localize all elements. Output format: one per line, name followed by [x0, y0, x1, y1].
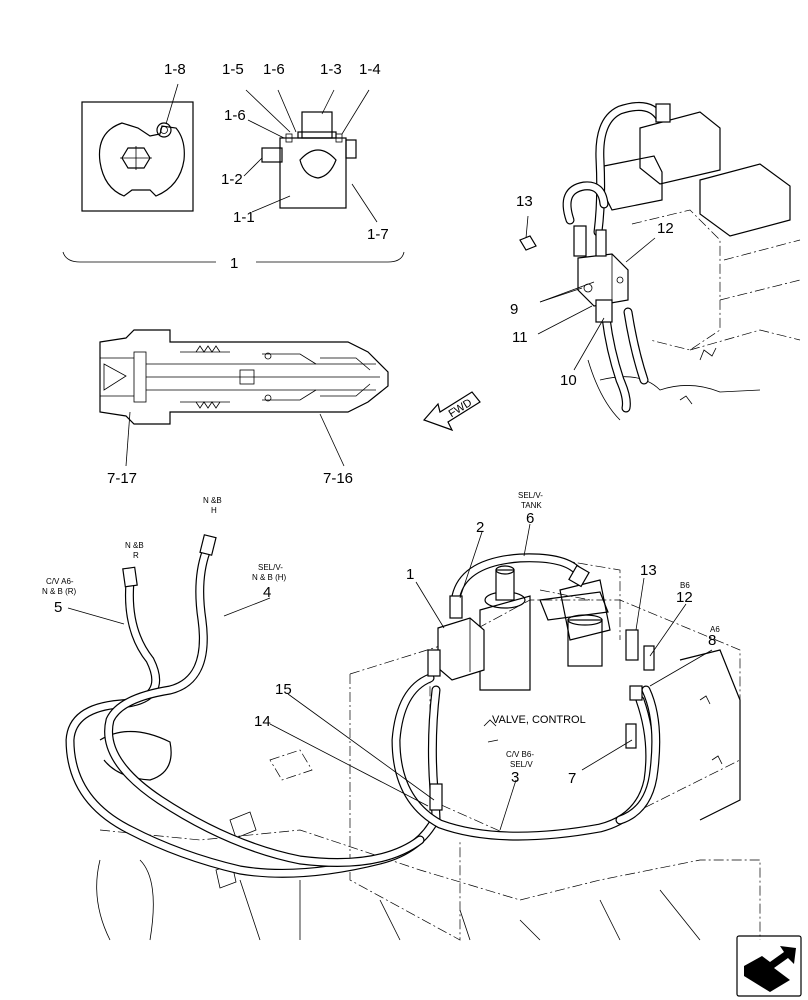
note-valve-control: VALVE, CONTROL	[492, 714, 586, 726]
valve-front-view	[81, 83, 194, 212]
catalog-icon	[736, 935, 802, 997]
callout-1-1: 1-1	[233, 209, 255, 226]
callout-1-5: 1-5	[222, 61, 244, 78]
callout-1-4: 1-4	[359, 61, 381, 78]
note-cva6-2: N & B (R)	[42, 587, 77, 596]
callout-15: 15	[275, 681, 292, 698]
callout-4: 4	[263, 584, 271, 601]
note-selv-nb-1: SEL/V-	[258, 563, 283, 572]
note-a6: A6	[710, 625, 720, 634]
callout-3: 3	[511, 769, 519, 786]
callout-2: 2	[476, 519, 484, 536]
callout-13-lower: 13	[640, 562, 657, 579]
callout-1-lower: 1	[406, 566, 414, 583]
callout-1-6-left: 1-6	[224, 107, 246, 124]
callout-12-lower: 12	[676, 589, 693, 606]
callout-1-2: 1-2	[221, 171, 243, 188]
fwd-arrow: FWD	[422, 391, 481, 432]
note-nbr-2: R	[133, 551, 139, 560]
callout-1-3: 1-3	[320, 61, 342, 78]
note-cva6-1: C/V A6-	[46, 577, 74, 586]
callout-1-7: 1-7	[367, 226, 389, 243]
cartridge-section-view	[99, 329, 389, 467]
callout-5: 5	[54, 599, 62, 616]
callout-7-16: 7-16	[323, 470, 353, 487]
note-seltank-1: SEL/V-	[518, 491, 543, 500]
note-nbh-1: N &B	[203, 496, 222, 505]
callout-7-17: 7-17	[107, 470, 137, 487]
callout-9: 9	[510, 301, 518, 318]
callout-10: 10	[560, 372, 577, 389]
valve-side-view	[243, 89, 378, 223]
callout-8: 8	[708, 632, 716, 649]
item1-bracket	[62, 251, 405, 263]
note-nbr-1: N &B	[125, 541, 144, 550]
callout-12-top: 12	[657, 220, 674, 237]
callout-1: 1	[230, 255, 238, 272]
note-cvb6-2: SEL/V	[510, 760, 533, 769]
note-b6: B6	[680, 581, 690, 590]
callout-1-6-top: 1-6	[263, 61, 285, 78]
note-cvb6-1: C/V B6-	[506, 750, 534, 759]
callout-6: 6	[526, 510, 534, 527]
note-seltank-2: TANK	[521, 501, 542, 510]
installed-view-top-right	[519, 101, 801, 421]
callout-1-8: 1-8	[164, 61, 186, 78]
callout-11: 11	[512, 329, 528, 346]
hose-routing-view	[65, 523, 761, 941]
note-selv-nb-2: N & B (H)	[252, 573, 287, 582]
note-nbh-2: H	[211, 506, 217, 515]
callout-7: 7	[568, 770, 576, 787]
callout-13-top: 13	[516, 193, 533, 210]
callout-14: 14	[254, 713, 271, 730]
